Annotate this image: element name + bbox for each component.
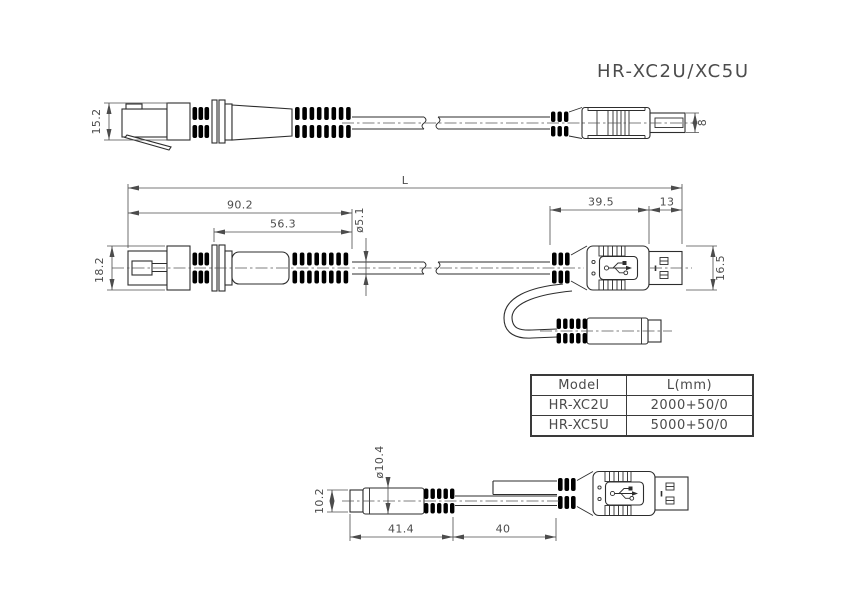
table-row: HR-XC5U 5000+50/0 [530,415,754,437]
svg-text:90.2: 90.2 [227,199,253,212]
svg-text:ø5.1: ø5.1 [353,207,366,233]
svg-text:16.5: 16.5 [714,255,727,281]
plan-view-pigtail [503,283,573,339]
table-row: HR-XC2U 2000+50/0 [530,395,754,416]
table-header-model: Model [530,374,627,396]
dim-plug-side-height: 15.2 [90,102,168,141]
dim-jack-diameter: ø10.4 [373,445,391,514]
dim-cable-diameter: ø5.1 [353,207,369,296]
side-view: 15.2 8 [90,99,709,151]
drawing-title: HR-XC2U/XC5U [597,61,750,82]
model-table: Model L(mm) HR-XC2U 2000+50/0 HR-XC5U 50… [530,374,754,437]
svg-text:10.2: 10.2 [313,488,326,514]
dim-boot-length: 56.3 [214,218,352,235]
model-cell: HR-XC2U [530,395,627,416]
cable-break [435,261,441,275]
side-view-rj-plug [121,99,351,151]
dim-jack-tip-height: 10.2 [313,488,348,514]
table-header-length: L(mm) [625,374,754,396]
length-cell: 5000+50/0 [625,415,754,437]
svg-text:41.4: 41.4 [388,523,414,536]
svg-text:8: 8 [696,119,709,126]
detail-usb-plug [558,472,688,516]
svg-text:40: 40 [496,523,511,536]
svg-text:15.2: 15.2 [90,108,103,134]
svg-text:18.2: 18.2 [93,257,106,283]
rj-latch [124,134,172,151]
dim-usb-shell-length: 13 [649,196,682,213]
svg-text:39.5: 39.5 [588,196,614,209]
dim-usb-side-height: 8 [686,112,709,133]
dim-usb-body-length: 39.5 [550,196,649,213]
dim-jack-cable-length: 40 [453,523,556,540]
svg-text:ø10.4: ø10.4 [373,445,386,478]
rj-boot [231,104,293,141]
detail-cables [455,480,557,507]
dim-overall-length: L [127,174,683,249]
model-cell: HR-XC5U [530,415,627,437]
plan-view: L 90.2 56.3 39.5 13 18.2 ø5.1 [93,174,727,344]
detail-view: ø10.4 10.2 41.4 40 [313,445,688,541]
length-cell: 2000+50/0 [625,395,754,416]
svg-text:56.3: 56.3 [270,218,296,231]
dim-plug-top-height: 18.2 [93,245,165,291]
dim-plug-assembly: 90.2 [128,199,352,216]
svg-text:L: L [402,174,409,187]
dim-usb-top-height: 16.5 [686,245,727,291]
cable-break [435,116,441,130]
svg-text:13: 13 [660,196,675,209]
